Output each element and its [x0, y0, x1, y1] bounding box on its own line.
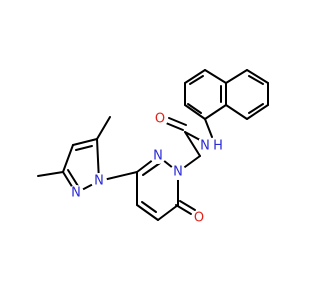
bond-ring-carbonyl-1: [175, 204, 192, 215]
bond-nap-1-2-double: [187, 103, 202, 114]
atom-n-amide-text: N: [200, 139, 210, 154]
bond-nap-7-8: [246, 104, 269, 120]
atom-n-pyridazinone-2: N: [150, 148, 166, 164]
bond-amide-carbonyl-2: [168, 117, 187, 126]
atom-o-amide-carbonyl: O: [152, 111, 168, 127]
bond-nh-naphthyl: [204, 118, 213, 138]
bond-amide-carbonyl-1: [165, 122, 184, 131]
bond-pz-c3-n2-double: [67, 169, 79, 187]
atom-n-pyrazole-2-text: N: [71, 186, 81, 201]
atom-label-layer: N N N N O O N H: [68, 111, 225, 226]
bond-pd-c5-c4-double: [141, 201, 157, 213]
bond-nap-3-4: [184, 69, 206, 84]
atom-n-pyridazinone-2-text: N: [153, 149, 163, 164]
atom-o-amide-carbonyl-text: O: [155, 112, 165, 127]
bond-pd-c5-c4: [136, 204, 159, 221]
bond-nap-5-6-double: [248, 75, 264, 85]
bond-ring-carbonyl-2: [179, 200, 196, 211]
bond-pd-c3-n2-double: [142, 162, 161, 176]
bond-nap-8a-1: [204, 104, 227, 120]
bond-nap-3-4-double: [189, 75, 204, 85]
atom-nh-amide: N H: [199, 139, 225, 154]
atom-n-pyrazole-2: N: [68, 185, 84, 201]
bond-methyl-c3: [37, 171, 64, 177]
bond-pd-c6-c5: [157, 204, 179, 221]
atom-n-pyrazole-1: N: [91, 173, 107, 189]
bond-nap-8-8a: [225, 104, 248, 120]
bond-nap-4a-5: [225, 69, 248, 84]
bond-pz-c5-c4-double: [75, 145, 93, 151]
atom-h-amide-text: H: [213, 139, 223, 154]
bond-methyl-c5: [96, 116, 111, 140]
atom-n-pyridazinone-1-text: N: [173, 165, 183, 180]
bond-pz-c4-c3: [62, 144, 74, 173]
atom-n-pyrazole-1-text: N: [94, 174, 104, 189]
bond-co-nh: [184, 131, 201, 141]
bond-nap-4-4a: [204, 69, 227, 84]
bond-nap-5-6: [246, 69, 269, 84]
atom-n-pyridazinone-1: N: [170, 164, 186, 180]
atom-o-ring-carbonyl: O: [191, 210, 207, 226]
bond-pz-c5-c4: [72, 138, 98, 146]
bond-ch2-co: [184, 131, 201, 157]
molecule-structure-diagram: N N N N O O N H: [37, 69, 269, 226]
bond-nap-7-8-double: [248, 103, 264, 114]
bond-nap-1-2: [184, 104, 206, 120]
atom-o-ring-carbonyl-text: O: [194, 211, 204, 226]
